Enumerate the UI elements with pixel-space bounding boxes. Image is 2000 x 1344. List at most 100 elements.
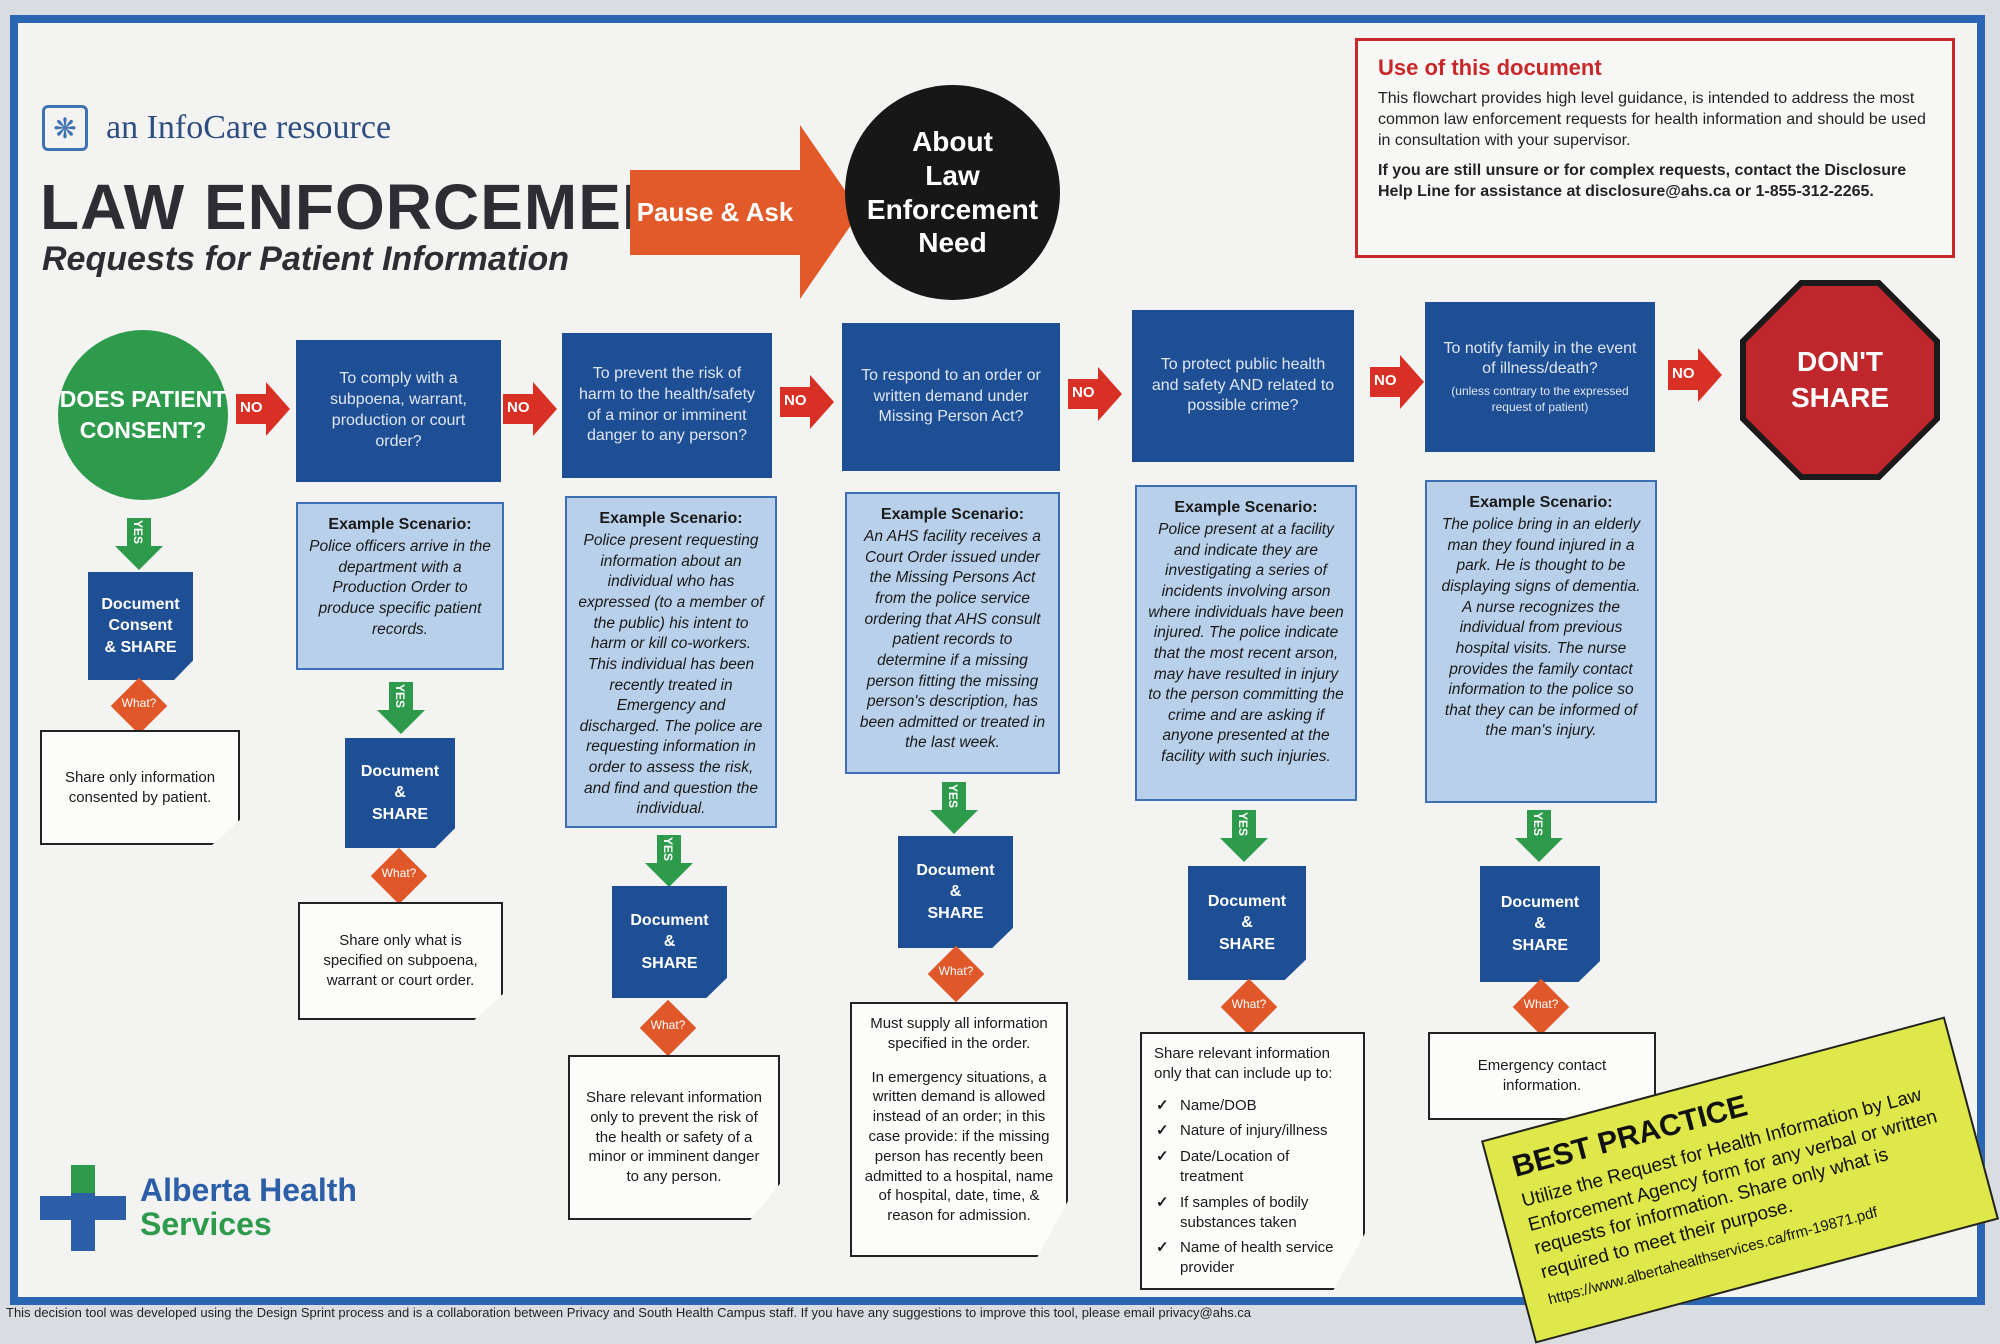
pause-label: Pause & Ask bbox=[630, 170, 800, 255]
infocare-brand: ❋ an InfoCare resource bbox=[42, 105, 391, 151]
list-item: Name/DOB bbox=[1154, 1096, 1351, 1116]
question-text: To respond to an order or written demand… bbox=[861, 366, 1041, 426]
doc-line: & bbox=[1534, 915, 1546, 933]
doc-line: SHARE bbox=[927, 904, 984, 922]
document-share-box: Document&SHARE bbox=[898, 836, 1013, 948]
no-arrow: NO bbox=[780, 375, 834, 429]
note-public-health: Share relevant information only that can… bbox=[1140, 1032, 1365, 1290]
what-diamond: What? bbox=[925, 943, 987, 1005]
scenario-title: Example Scenario: bbox=[599, 510, 743, 527]
document-share-box: Document&SHARE bbox=[1188, 866, 1306, 980]
doc-line: Document bbox=[630, 911, 709, 929]
use-helpline: If you are still unsure or for complex r… bbox=[1378, 162, 1907, 201]
no-arrow: NO bbox=[1370, 355, 1424, 409]
page-title: LAW ENFORCEMENT bbox=[40, 171, 710, 243]
about-circle: About Law Enforcement Need bbox=[845, 85, 1060, 300]
yes-arrow: YES bbox=[115, 518, 163, 570]
what-diamond: What? bbox=[108, 675, 170, 737]
use-title: Use of this document bbox=[1378, 55, 1602, 80]
doc-line: Document bbox=[101, 595, 180, 613]
question-text: To comply with a subpoena, warrant, prod… bbox=[330, 370, 467, 450]
scenario-title: Example Scenario: bbox=[328, 516, 472, 533]
doc-line: SHARE bbox=[1218, 935, 1275, 953]
yes-arrow: YES bbox=[645, 835, 693, 887]
yes-label: YES bbox=[1236, 812, 1250, 837]
question-text: To notify family in the event of illness… bbox=[1443, 339, 1637, 378]
yes-label: YES bbox=[661, 837, 675, 862]
scenario-text: Police officers arrive in the department… bbox=[309, 538, 491, 638]
note-harm: Share relevant information only to preve… bbox=[568, 1055, 780, 1220]
footer-text: This decision tool was developed using t… bbox=[6, 1305, 1252, 1320]
scenario-title: Example Scenario: bbox=[880, 506, 1025, 523]
doc-line: SHARE bbox=[1511, 936, 1568, 954]
question-text: To prevent the risk of harm to the healt… bbox=[578, 364, 756, 445]
yes-label: YES bbox=[393, 684, 407, 709]
scenario-title: Example Scenario: bbox=[1174, 499, 1318, 516]
what-label: What? bbox=[938, 964, 974, 978]
scenario-text: Police present requesting information ab… bbox=[578, 532, 764, 818]
doc-line: SHARE bbox=[371, 805, 428, 823]
no-label: NO bbox=[240, 399, 263, 416]
scenario-card: Example Scenario: Police officers arrive… bbox=[296, 502, 504, 670]
scenario-text: The police bring in an elderly man they … bbox=[1441, 516, 1641, 740]
yes-arrow: YES bbox=[930, 782, 978, 834]
question-notify-family: To notify family in the event of illness… bbox=[1425, 302, 1655, 452]
brand-text: an InfoCare resource bbox=[106, 109, 392, 146]
no-arrow: NO bbox=[503, 382, 557, 436]
scenario-card: Example Scenario: An AHS facility receiv… bbox=[845, 492, 1060, 774]
consent-text: DOES PATIENT CONSENT? bbox=[59, 385, 227, 443]
about-line: About bbox=[912, 126, 993, 158]
what-diamond: What? bbox=[1510, 976, 1572, 1038]
yes-arrow: YES bbox=[1220, 810, 1268, 862]
what-diamond: What? bbox=[637, 997, 699, 1059]
what-label: What? bbox=[121, 696, 157, 710]
note-order: Share only what is specified on subpoena… bbox=[298, 902, 503, 1020]
what-label: What? bbox=[650, 1018, 686, 1032]
document-share-box: Document&SHARE bbox=[1480, 866, 1600, 982]
note-text: Emergency contact information. bbox=[1477, 1057, 1607, 1094]
stop-sign-icon: DON'T SHARE bbox=[1740, 280, 1940, 480]
scenario-card: Example Scenario: Police present request… bbox=[565, 496, 777, 828]
doc-line: & bbox=[663, 933, 676, 951]
no-arrow: NO bbox=[1668, 348, 1722, 402]
note-text: Share only information consented by pati… bbox=[64, 768, 216, 806]
note-text: In emergency situations, a written deman… bbox=[864, 1068, 1054, 1225]
note-text: Share relevant information only to preve… bbox=[586, 1089, 762, 1186]
scenario-text: An AHS facility receives a Court Order i… bbox=[859, 528, 1046, 752]
question-missing-person: To respond to an order or written demand… bbox=[842, 323, 1060, 471]
note-text: Share relevant information only that can… bbox=[1154, 1045, 1333, 1082]
doc-line: Document bbox=[916, 861, 995, 879]
scenario-card: Example Scenario: The police bring in an… bbox=[1425, 480, 1657, 803]
note-consent: Share only information consented by pati… bbox=[40, 730, 240, 845]
about-line: Law bbox=[925, 159, 980, 191]
question-text: To protect public health and safety AND … bbox=[1151, 355, 1335, 415]
list-item: Nature of injury/illness bbox=[1154, 1121, 1351, 1141]
what-label: What? bbox=[381, 866, 417, 880]
no-label: NO bbox=[1072, 384, 1095, 401]
dont-share-text: DON'T SHARE bbox=[1746, 286, 1934, 474]
note-text: Must supply all information specified in… bbox=[870, 1015, 1048, 1052]
question-note: (unless contrary to the expressed reques… bbox=[1451, 384, 1629, 414]
scenario-card: Example Scenario: Police present at a fa… bbox=[1135, 485, 1357, 801]
medical-star-icon: ❋ bbox=[42, 105, 88, 151]
about-line: Enforcement bbox=[866, 193, 1039, 225]
doc-line: & bbox=[394, 784, 406, 802]
note-text: Share only what is specified on subpoena… bbox=[323, 932, 478, 989]
yes-arrow: YES bbox=[377, 682, 425, 734]
scenario-title: Example Scenario: bbox=[1469, 494, 1613, 511]
what-diamond: What? bbox=[368, 845, 430, 907]
doc-line: Document bbox=[360, 762, 440, 780]
list-item: Date/Location of treatment bbox=[1154, 1147, 1351, 1187]
no-label: NO bbox=[1672, 365, 1695, 382]
question-public-health: To protect public health and safety AND … bbox=[1132, 310, 1354, 462]
ahs-name: Services bbox=[140, 1206, 272, 1242]
no-arrow: NO bbox=[1068, 367, 1122, 421]
what-diamond: What? bbox=[1218, 976, 1280, 1038]
no-label: NO bbox=[507, 399, 530, 416]
list-item: Name of health service provider bbox=[1154, 1238, 1351, 1278]
question-order: To comply with a subpoena, warrant, prod… bbox=[296, 340, 501, 482]
what-label: What? bbox=[1523, 997, 1559, 1011]
yes-label: YES bbox=[946, 784, 960, 809]
